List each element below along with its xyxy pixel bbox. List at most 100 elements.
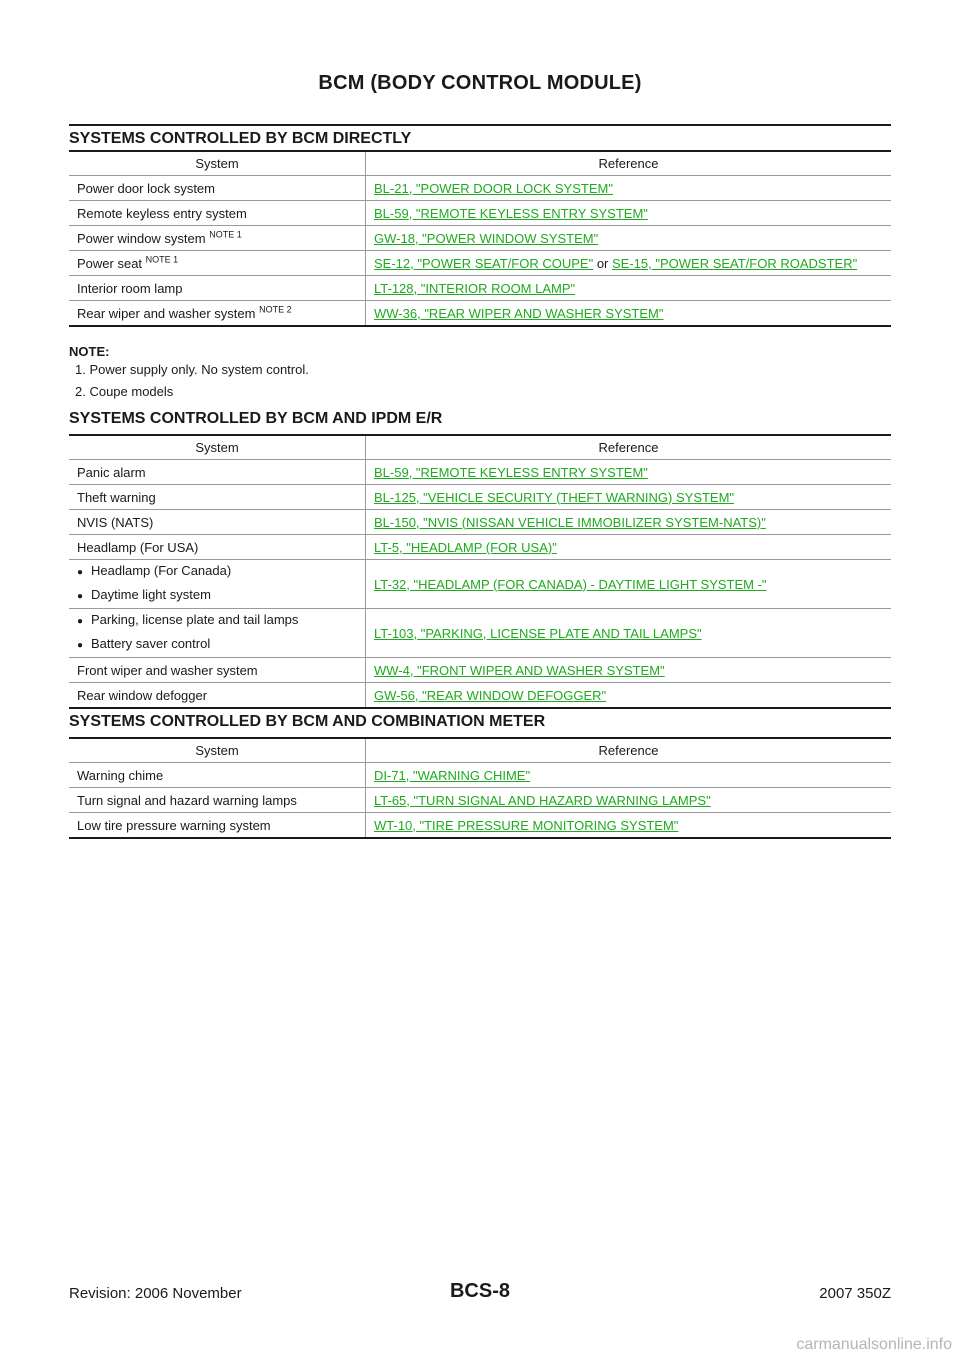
system-cell: Rear wiper and washer system NOTE 2 — [69, 300, 366, 327]
reference-link[interactable]: BL-59, "REMOTE KEYLESS ENTRY SYSTEM" — [374, 205, 648, 221]
table-row: Power seat NOTE 1 SE-12, "POWER SEAT/FOR… — [69, 250, 891, 276]
bullet-item: ●Parking, license plate and tail lamps — [77, 609, 365, 633]
section-bcm-ipdm: SYSTEMS CONTROLLED BY BCM AND IPDM E/R S… — [69, 408, 891, 709]
reference-cell: WT-10, "TIRE PRESSURE MONITORING SYSTEM" — [365, 812, 891, 839]
reference-link[interactable]: WT-10, "TIRE PRESSURE MONITORING SYSTEM" — [374, 817, 679, 833]
system-name: Interior room lamp — [77, 280, 183, 296]
bullet-dot-icon: ● — [77, 591, 84, 602]
systems-table-bcm-ipdm: System Reference Panic alarm BL-59, "REM… — [69, 434, 891, 709]
reference-link[interactable]: LT-5, "HEADLAMP (FOR USA)" — [374, 539, 557, 555]
notes-block: NOTE: 1. Power supply only. No system co… — [69, 344, 309, 403]
table-row: ●Parking, license plate and tail lamps ●… — [69, 608, 891, 658]
reference-link[interactable]: SE-12, "POWER SEAT/FOR COUPE" — [374, 255, 594, 271]
section-bcm-directly: SYSTEMS CONTROLLED BY BCM DIRECTLY Syste… — [69, 124, 891, 327]
table-row: Panic alarm BL-59, "REMOTE KEYLESS ENTRY… — [69, 459, 891, 485]
reference-cell: BL-125, "VEHICLE SECURITY (THEFT WARNING… — [365, 484, 891, 510]
reference-cell: LT-32, "HEADLAMP (FOR CANADA) - DAYTIME … — [365, 559, 891, 609]
footer-page-number: BCS-8 — [449, 1280, 510, 1302]
system-cell: Power window system NOTE 1 — [69, 225, 366, 251]
table-header-row: System Reference — [69, 737, 891, 763]
reference-link-secondary[interactable]: SE-15, "POWER SEAT/FOR ROADSTER" — [612, 255, 858, 271]
reference-cell: WW-36, "REAR WIPER AND WASHER SYSTEM" — [365, 300, 891, 327]
system-cell: NVIS (NATS) — [69, 509, 366, 535]
table-row: Interior room lamp LT-128, "INTERIOR ROO… — [69, 275, 891, 301]
reference-cell: LT-65, "TURN SIGNAL AND HAZARD WARNING L… — [365, 787, 891, 813]
bullet-item: ● Battery saver control — [77, 633, 365, 657]
note-superscript: NOTE 1 — [209, 229, 242, 240]
reference-cell: BL-21, "POWER DOOR LOCK SYSTEM" — [365, 175, 891, 201]
reference-joiner: or — [593, 255, 612, 271]
table-row: Power window system NOTE 1 GW-18, "POWER… — [69, 225, 891, 251]
system-cell: Remote keyless entry system — [69, 200, 366, 226]
reference-cell: LT-128, "INTERIOR ROOM LAMP" — [365, 275, 891, 301]
table-row: Low tire pressure warning system WT-10, … — [69, 812, 891, 839]
reference-link[interactable]: WW-4, "FRONT WIPER AND WASHER SYSTEM" — [374, 662, 665, 678]
reference-cell: GW-56, "REAR WINDOW DEFOGGER" — [365, 682, 891, 709]
reference-link[interactable]: WW-36, "REAR WIPER AND WASHER SYSTEM" — [374, 305, 664, 321]
column-header-system: System — [69, 150, 366, 176]
systems-table-bcm-combination-meter: System Reference Warning chime DI-71, "W… — [69, 737, 891, 839]
systems-table-bcm-directly: System Reference Power door lock system … — [69, 150, 891, 327]
column-header-reference: Reference — [365, 737, 891, 763]
reference-cell: LT-103, "PARKING, LICENSE PLATE AND TAIL… — [365, 608, 891, 658]
footer-revision: Revision: 2006 November — [69, 1285, 242, 1302]
table-row: Front wiper and washer system WW-4, "FRO… — [69, 657, 891, 683]
system-cell: Theft warning — [69, 484, 366, 510]
reference-link[interactable]: LT-103, "PARKING, LICENSE PLATE AND TAIL… — [374, 625, 702, 641]
system-cell: Power seat NOTE 1 — [69, 250, 366, 276]
bullet-dot-icon: ● — [77, 616, 84, 627]
reference-cell: WW-4, "FRONT WIPER AND WASHER SYSTEM" — [365, 657, 891, 683]
reference-cell: GW-18, "POWER WINDOW SYSTEM" — [365, 225, 891, 251]
reference-link[interactable]: LT-32, "HEADLAMP (FOR CANADA) - DAYTIME … — [374, 576, 767, 592]
table-row: Rear window defogger GW-56, "REAR WINDOW… — [69, 682, 891, 709]
table-row: Power door lock system BL-21, "POWER DOO… — [69, 175, 891, 201]
bullet-dot-icon: ● — [77, 640, 84, 651]
reference-link[interactable]: GW-56, "REAR WINDOW DEFOGGER" — [374, 687, 607, 703]
table-row: Remote keyless entry system BL-59, "REMO… — [69, 200, 891, 226]
reference-cell: BL-150, "NVIS (NISSAN VEHICLE IMMOBILIZE… — [365, 509, 891, 535]
system-name: Turn signal and hazard warning lamps — [77, 792, 297, 808]
bullet-text: Battery saver control — [91, 636, 211, 651]
bullet-text: Daytime light system — [91, 587, 211, 602]
note-item: 1. Power supply only. No system control. — [75, 362, 309, 377]
column-header-system: System — [69, 737, 366, 763]
reference-link[interactable]: BL-125, "VEHICLE SECURITY (THEFT WARNING… — [374, 489, 735, 505]
system-cell: Turn signal and hazard warning lamps — [69, 787, 366, 813]
table-row: Warning chime DI-71, "WARNING CHIME" — [69, 762, 891, 788]
column-header-reference: Reference — [365, 434, 891, 460]
reference-link[interactable]: DI-71, "WARNING CHIME" — [374, 767, 531, 783]
table-header-row: System Reference — [69, 150, 891, 176]
section-heading: SYSTEMS CONTROLLED BY BCM DIRECTLY — [69, 124, 891, 150]
system-cell: Interior room lamp — [69, 275, 366, 301]
table-row: ●Headlamp (For Canada) ● Daytime light sy… — [69, 559, 891, 609]
system-name: Power seat — [77, 255, 143, 271]
section-bcm-combination-meter: SYSTEMS CONTROLLED BY BCM AND COMBINATIO… — [69, 711, 891, 839]
bullet-text: Headlamp (For Canada) — [91, 563, 232, 578]
reference-link[interactable]: LT-128, "INTERIOR ROOM LAMP" — [374, 280, 576, 296]
system-cell: ●Headlamp (For Canada) ● Daytime light sy… — [69, 559, 366, 609]
reference-link[interactable]: BL-150, "NVIS (NISSAN VEHICLE IMMOBILIZE… — [374, 514, 766, 530]
reference-link[interactable]: GW-18, "POWER WINDOW SYSTEM" — [374, 230, 599, 246]
system-name: NVIS (NATS) — [77, 514, 154, 530]
table-row: NVIS (NATS) BL-150, "NVIS (NISSAN VEHICL… — [69, 509, 891, 535]
reference-cell: SE-12, "POWER SEAT/FOR COUPE" or SE-15, … — [365, 250, 891, 276]
reference-cell: LT-5, "HEADLAMP (FOR USA)" — [365, 534, 891, 560]
system-name: Low tire pressure warning system — [77, 817, 271, 833]
system-name: Panic alarm — [77, 464, 146, 480]
reference-link[interactable]: LT-65, "TURN SIGNAL AND HAZARD WARNING L… — [374, 792, 711, 808]
reference-link[interactable]: BL-59, "REMOTE KEYLESS ENTRY SYSTEM" — [374, 464, 648, 480]
note-superscript: NOTE 1 — [145, 254, 179, 265]
bullet-item: ●Headlamp (For Canada) — [77, 560, 365, 584]
system-name: Warning chime — [77, 767, 164, 783]
system-cell: Power door lock system — [69, 175, 366, 201]
section-heading: SYSTEMS CONTROLLED BY BCM AND COMBINATIO… — [69, 713, 546, 730]
system-name: Power door lock system — [77, 180, 215, 196]
table-row: Turn signal and hazard warning lamps LT-… — [69, 787, 891, 813]
system-cell: Low tire pressure warning system — [69, 812, 366, 839]
reference-link[interactable]: BL-21, "POWER DOOR LOCK SYSTEM" — [374, 180, 613, 196]
note-item: 2. Coupe models — [75, 384, 174, 399]
reference-cell: DI-71, "WARNING CHIME" — [365, 762, 891, 788]
system-name: Remote keyless entry system — [77, 205, 247, 221]
system-cell: ●Parking, license plate and tail lamps ●… — [69, 608, 366, 658]
system-cell: Warning chime — [69, 762, 366, 788]
